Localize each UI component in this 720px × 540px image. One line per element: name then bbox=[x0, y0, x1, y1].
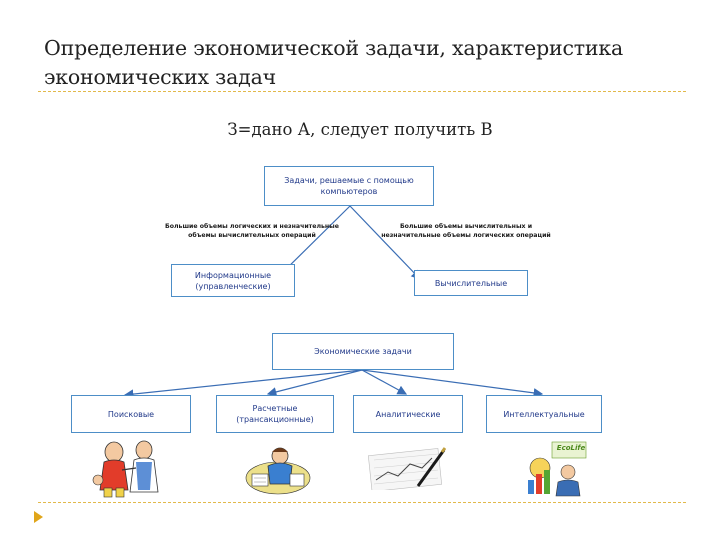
category-calculation-box: Расчетные (трансакционные) bbox=[216, 395, 334, 433]
arrow-to-search bbox=[123, 369, 363, 399]
computer-tasks-box: Задачи, решаемые с помощью компьютеров bbox=[264, 166, 434, 206]
task-formula: З=дано А, следует получить В bbox=[227, 120, 493, 139]
arrow-to-intellectual bbox=[361, 369, 544, 398]
computational-label: Вычислительные bbox=[434, 278, 508, 288]
computational-box: Вычислительные bbox=[414, 270, 528, 296]
category-analytical-box: Аналитические bbox=[353, 395, 463, 433]
accountant-illustration bbox=[245, 447, 311, 495]
computer-tasks-label: Задачи, решаемые с помощью компьютеров bbox=[284, 176, 414, 196]
right-note: Большие объемы вычислительных и незначит… bbox=[381, 223, 551, 239]
title-divider bbox=[38, 91, 686, 92]
arrow-to-calculation bbox=[266, 369, 363, 397]
arrow-to-computational bbox=[349, 205, 421, 280]
slide-title: Определение экономической задачи, характ… bbox=[44, 36, 623, 89]
people-illustration bbox=[92, 440, 159, 498]
slide-bullet-icon bbox=[34, 511, 43, 523]
category-intellectual-label: Интеллектуальные bbox=[503, 409, 585, 419]
informational-label: Информационные (управленческие) bbox=[194, 270, 272, 291]
informational-box: Информационные (управленческие) bbox=[171, 264, 295, 297]
chart-pen-illustration bbox=[368, 447, 446, 490]
ecolife-illustration bbox=[528, 441, 587, 497]
economic-tasks-label: Экономические задачи bbox=[314, 347, 412, 356]
arrow-to-analytical bbox=[361, 369, 408, 395]
left-note: Большие объемы логических и незначительн… bbox=[165, 223, 339, 239]
category-search-label: Поисковые bbox=[107, 409, 155, 419]
category-intellectual-box: Интеллектуальные bbox=[486, 395, 602, 433]
category-calculation-label: Расчетные (трансакционные) bbox=[236, 404, 314, 424]
footer-divider bbox=[38, 502, 686, 503]
category-search-box: Поисковые bbox=[71, 395, 191, 433]
economic-tasks-box: Экономические задачи bbox=[272, 333, 454, 370]
ecolife-logo-text: EcoLife bbox=[556, 444, 586, 452]
category-analytical-label: Аналитические bbox=[375, 409, 441, 419]
